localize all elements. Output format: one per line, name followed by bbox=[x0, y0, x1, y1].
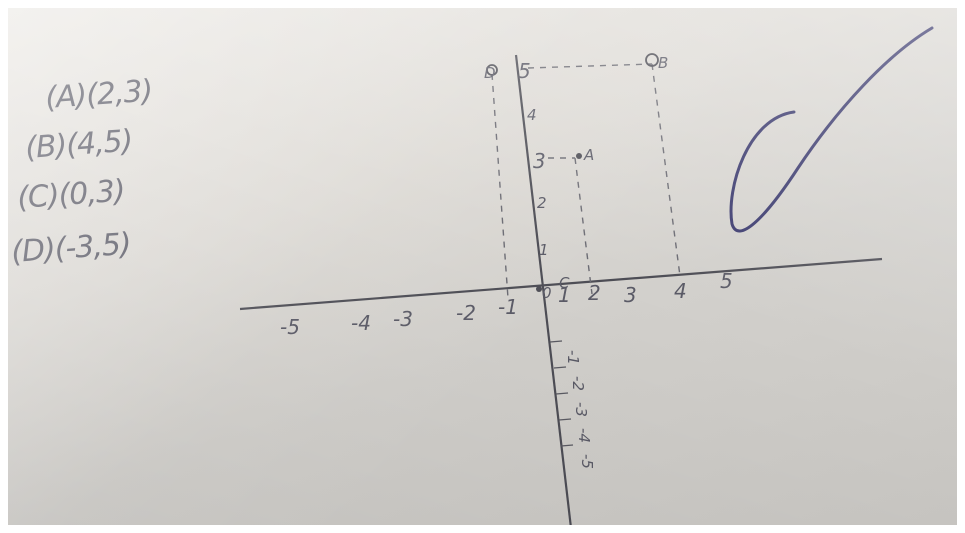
y-tick-label: -2 bbox=[569, 376, 587, 391]
y-tick-label: 4 bbox=[527, 106, 537, 124]
x-axis bbox=[239, 257, 883, 311]
guide-lines bbox=[491, 63, 681, 299]
x-tick-label: -1 bbox=[498, 295, 518, 319]
y-tick-label: 2 bbox=[537, 194, 547, 212]
x-tick-label: -3 bbox=[393, 307, 413, 331]
point-b-marker bbox=[645, 53, 659, 67]
y-axis bbox=[514, 54, 572, 525]
y-tick-label: -4 bbox=[575, 428, 593, 443]
y-tick-label: 3 bbox=[533, 149, 546, 173]
x-tick-label: -2 bbox=[456, 301, 476, 325]
x-tick-label: 5 bbox=[720, 269, 733, 293]
x-tick-label: 1 bbox=[558, 283, 571, 307]
x-tick-label: -4 bbox=[351, 311, 371, 335]
y-tick-label: -3 bbox=[572, 402, 590, 417]
point-letter-a: A bbox=[583, 146, 594, 164]
point-list-item: (D)(-3,5) bbox=[10, 227, 132, 270]
point-a-marker bbox=[576, 153, 582, 159]
checkmark-icon bbox=[729, 26, 934, 233]
y-tick-label: 1 bbox=[539, 241, 549, 259]
y-tick-label: 5 bbox=[518, 59, 531, 83]
x-tick-labels: -5 -4 -3 -2 -1 0 1 2 3 4 5 bbox=[280, 269, 733, 339]
neg-y-ticks bbox=[549, 340, 574, 447]
points-list: (A)(2,3) (B)(4,5) (C)(0,3) (D)(-3,5) bbox=[10, 74, 153, 270]
y-tick-labels-negative: -1 -2 -3 -4 -5 bbox=[564, 350, 596, 469]
point-letter-d: D bbox=[484, 64, 496, 82]
point-d-marker bbox=[486, 64, 498, 76]
notebook-photo: 5 4 3 2 1 -1 -2 -3 -4 -5 -5 -4 -3 -2 -1 … bbox=[8, 8, 957, 525]
y-tick-labels-positive: 5 4 3 2 1 bbox=[518, 59, 549, 259]
point-letter-c: C bbox=[559, 274, 570, 292]
point-list-item: (A)(2,3) bbox=[44, 74, 153, 116]
point-list-item: (C)(0,3) bbox=[16, 174, 126, 216]
x-tick-label: 2 bbox=[588, 281, 601, 305]
point-letter-b: B bbox=[658, 54, 668, 72]
x-tick-label: -5 bbox=[280, 315, 300, 339]
y-tick-label: -5 bbox=[578, 454, 596, 469]
point-list-item: (B)(4,5) bbox=[24, 124, 133, 166]
x-tick-label: 0 bbox=[542, 284, 552, 302]
x-tick-label: 3 bbox=[624, 283, 637, 307]
point-letters: D B A C bbox=[484, 54, 668, 292]
x-tick-label: 4 bbox=[674, 279, 687, 303]
point-c-marker bbox=[536, 286, 542, 292]
y-tick-label: -1 bbox=[564, 350, 582, 365]
point-markers bbox=[486, 53, 659, 292]
graph-drawing: 5 4 3 2 1 -1 -2 -3 -4 -5 -5 -4 -3 -2 -1 … bbox=[10, 26, 934, 525]
